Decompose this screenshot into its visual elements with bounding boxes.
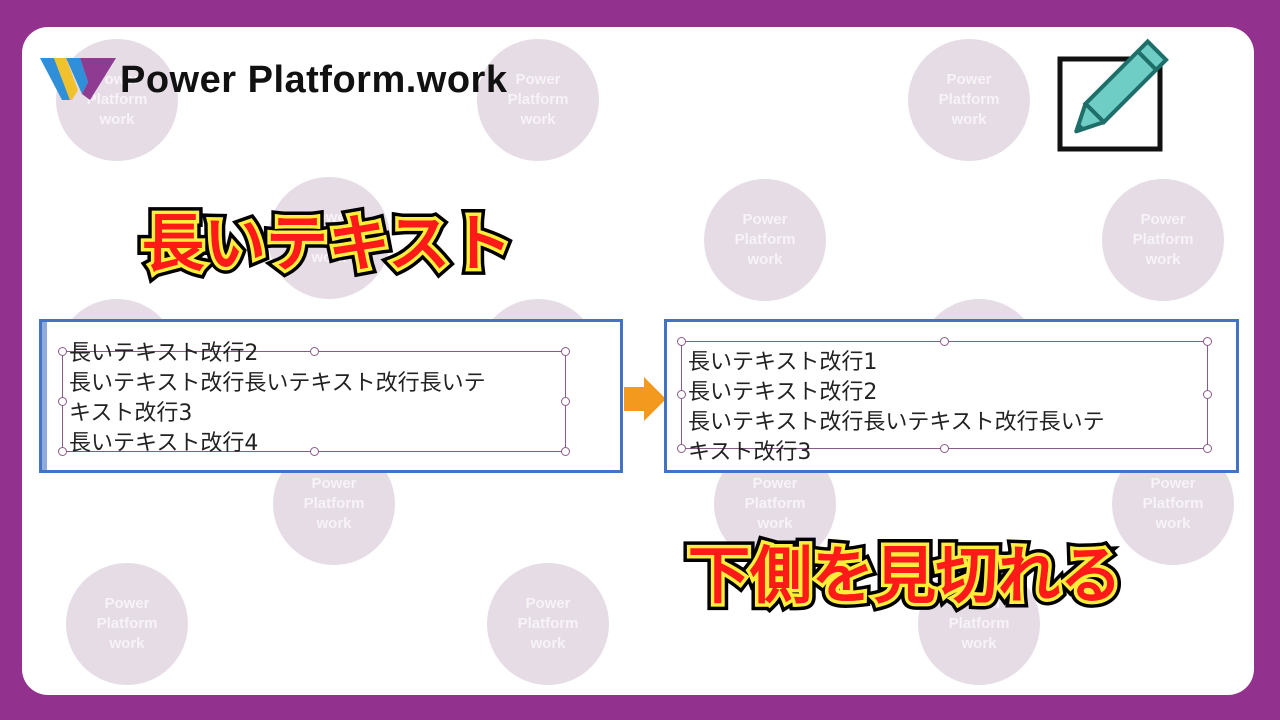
resize-handle[interactable]: [58, 347, 67, 356]
text-line: キスト改行3: [69, 401, 193, 426]
text-line: 長いテキスト改行長いテキスト改行長いテ: [69, 371, 486, 396]
resize-handle[interactable]: [310, 447, 319, 456]
resize-handle[interactable]: [1203, 390, 1212, 399]
watermark-circle: Power Platform work: [66, 563, 188, 685]
resize-handle[interactable]: [1203, 337, 1212, 346]
watermark-circle: Power Platform work: [908, 39, 1030, 161]
arrow-right-icon: [624, 377, 666, 421]
resize-handle[interactable]: [310, 347, 319, 356]
watermark-circle: Power Platform work: [704, 179, 826, 301]
resize-handle[interactable]: [1203, 444, 1212, 453]
watermark-circle: Power Platform work: [918, 563, 1040, 685]
resize-handle[interactable]: [561, 447, 570, 456]
text-label-box[interactable]: 長いテキスト改行1 長いテキスト改行2 長いテキスト改行長いテキスト改行長いテ …: [681, 341, 1208, 465]
text-line: 長いテキスト改行1: [688, 350, 878, 375]
resize-handle[interactable]: [940, 337, 949, 346]
pencil-icon: [1057, 38, 1169, 152]
watermark-circle: Power Platform work: [1102, 179, 1224, 301]
resize-handle[interactable]: [677, 444, 686, 453]
resize-handle[interactable]: [940, 444, 949, 453]
text-line: キスト改行3: [688, 440, 812, 465]
resize-handle[interactable]: [677, 390, 686, 399]
resize-handle[interactable]: [58, 447, 67, 456]
resize-handle[interactable]: [58, 397, 67, 406]
text-label-box[interactable]: 長いテキスト改行2 長いテキスト改行長いテキスト改行長いテ キスト改行3 長いテ…: [62, 341, 566, 456]
text-lines: 長いテキスト改行1 長いテキスト改行2 長いテキスト改行長いテキスト改行長いテ …: [688, 348, 1105, 468]
power-platform-logo: [40, 58, 116, 100]
text-lines: 長いテキスト改行2 長いテキスト改行長いテキスト改行長いテ キスト改行3 長いテ…: [69, 339, 486, 459]
slide-card: Power Platform work Power Platform work …: [22, 27, 1254, 695]
brand-name: Power Platform.work: [120, 58, 508, 101]
panel-accent-bar: [42, 322, 47, 470]
after-panel: 長いテキスト改行1 長いテキスト改行2 長いテキスト改行長いテキスト改行長いテ …: [664, 319, 1239, 473]
brand-header: Power Platform.work: [40, 55, 507, 105]
resize-handle[interactable]: [677, 337, 686, 346]
resize-handle[interactable]: [561, 397, 570, 406]
watermark-circle: Power Platform work: [487, 563, 609, 685]
watermark-circle: Power Platform work: [477, 39, 599, 161]
text-line: 長いテキスト改行4: [69, 431, 259, 456]
text-line: 長いテキスト改行2: [69, 341, 259, 366]
before-panel: 長いテキスト改行2 長いテキスト改行長いテキスト改行長いテ キスト改行3 長いテ…: [39, 319, 623, 473]
text-line: 長いテキスト改行長いテキスト改行長いテ: [688, 410, 1105, 435]
watermark-circle: Power Platform work: [268, 177, 390, 299]
text-line: 長いテキスト改行2: [688, 380, 878, 405]
resize-handle[interactable]: [561, 347, 570, 356]
